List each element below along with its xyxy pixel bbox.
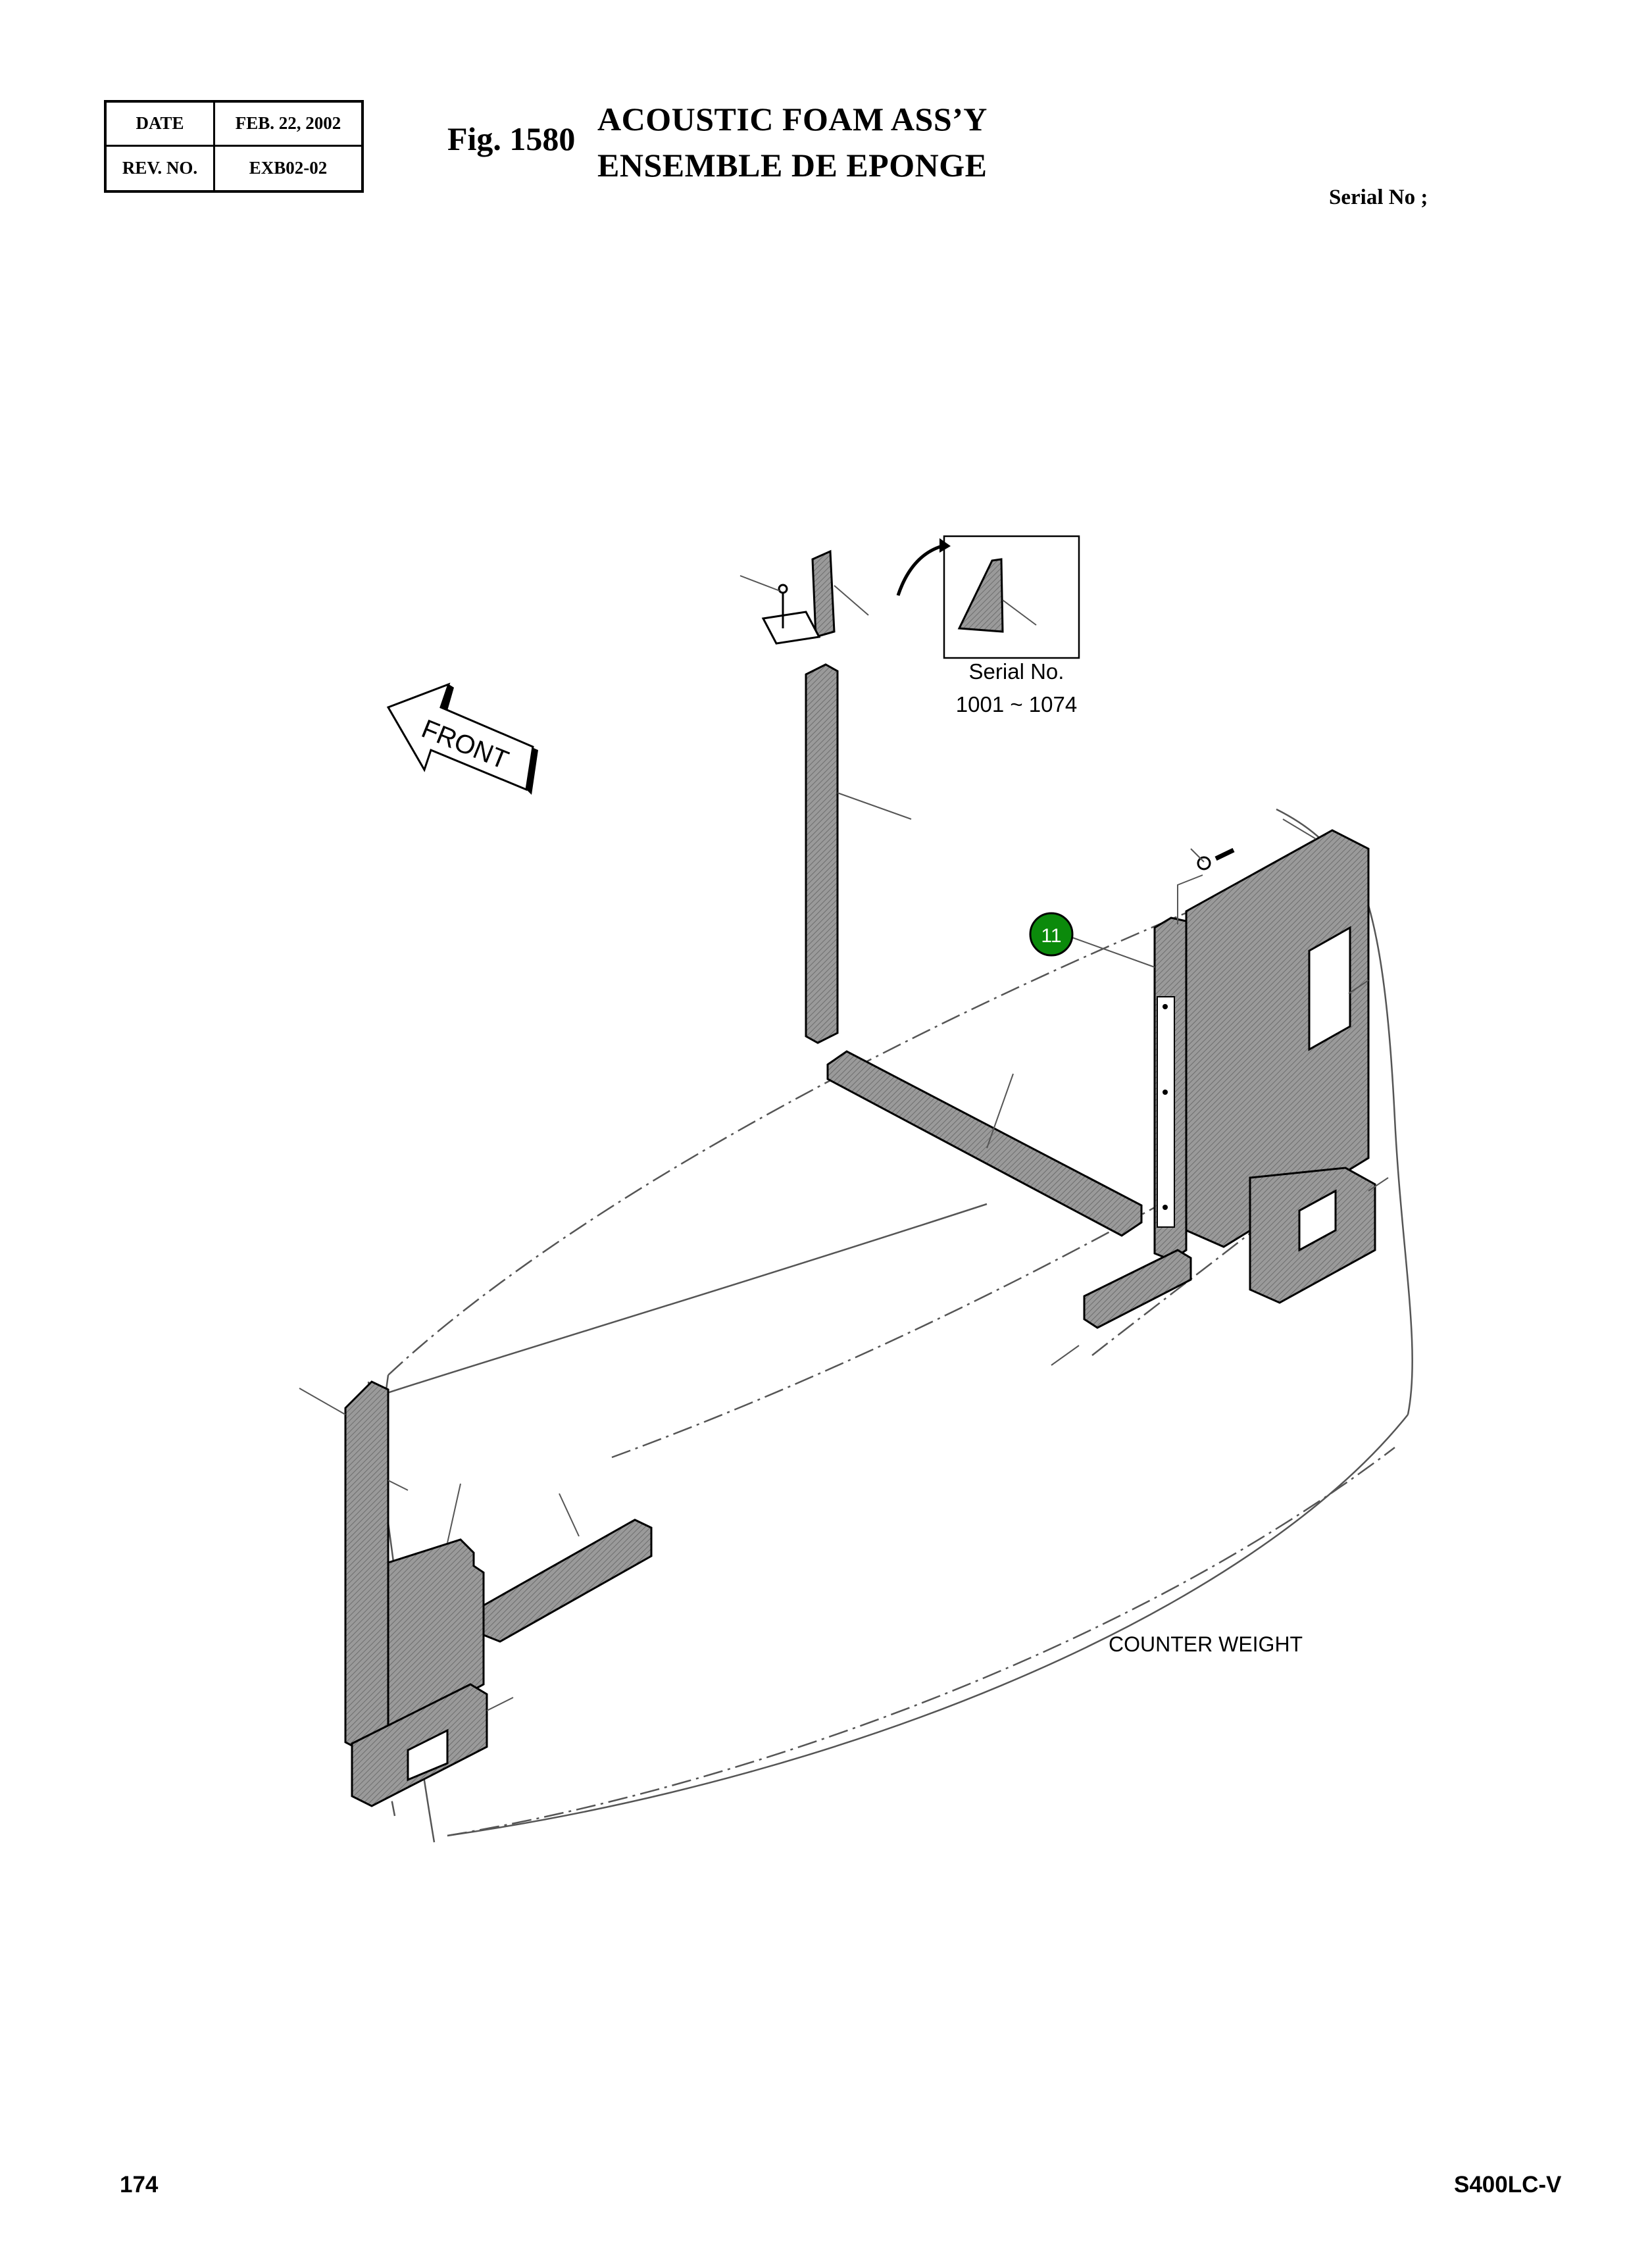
callout-11[interactable]: 11 — [1029, 912, 1155, 968]
page-number: 174 — [120, 2172, 159, 2198]
front-direction-arrow: FRONT — [386, 682, 538, 795]
title-french: ENSEMBLE DE EPONGE — [597, 147, 988, 184]
vertical-foam-strip — [805, 663, 912, 1044]
figure-number: Fig. 1580 — [447, 120, 576, 157]
rev-value: EXB02-02 — [249, 158, 328, 178]
inset-serial-label: Serial No. — [969, 659, 1064, 684]
serial-inset-box — [896, 535, 1080, 659]
callout-number: 11 — [1041, 925, 1061, 947]
horizontal-foam-plate — [826, 1050, 1143, 1237]
serial-number-label: Serial No ; — [1329, 186, 1428, 209]
counterweight-label: COUNTER WEIGHT — [1109, 1632, 1303, 1656]
date-value: FEB. 22, 2002 — [215, 103, 361, 147]
right-side-panel — [1051, 818, 1389, 1366]
model-code: S400LC-V — [1454, 2172, 1562, 2198]
date-label: DATE — [107, 103, 215, 147]
revision-table: DATE FEB. 22, 2002 REV. NO. EXB02-02 — [104, 100, 364, 193]
rev-label: REV. NO. — [107, 146, 215, 190]
left-side-panel — [299, 1380, 653, 1807]
top-corner-bracket — [739, 549, 869, 645]
title-english: ACOUSTIC FOAM ASS’Y — [597, 101, 988, 138]
inset-serial-range: 1001 ~ 1074 — [956, 692, 1077, 716]
